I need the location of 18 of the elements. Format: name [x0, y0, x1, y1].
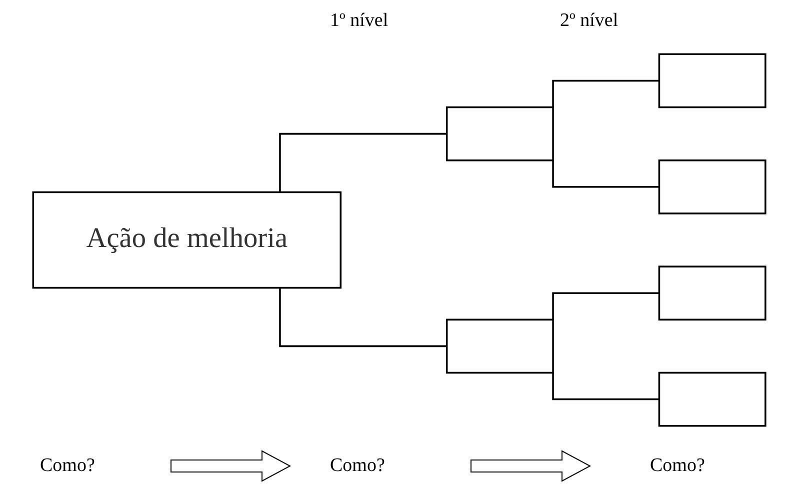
- note-text: 1º nível: [330, 10, 388, 32]
- note-text: Como?: [40, 455, 95, 477]
- node-box: [658, 372, 766, 427]
- node-box: [446, 106, 554, 162]
- note-text: Como?: [330, 455, 385, 477]
- note-text: 2º nível: [560, 10, 618, 32]
- node-box: [446, 318, 554, 374]
- node-box: [658, 159, 766, 214]
- connector: [552, 372, 659, 400]
- connector: [278, 288, 447, 348]
- connector: [552, 160, 659, 188]
- connector: [552, 292, 659, 320]
- node-box: [658, 53, 766, 108]
- connector: [278, 132, 447, 192]
- connector: [552, 80, 659, 108]
- note-text: Como?: [650, 455, 705, 477]
- node-box: [658, 266, 766, 321]
- node-box: Ação de melhoria: [32, 191, 342, 289]
